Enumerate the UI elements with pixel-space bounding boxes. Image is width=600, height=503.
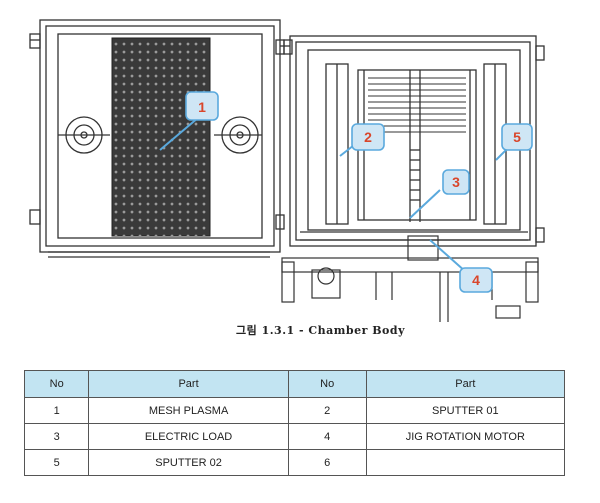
row-3-no-2: 6	[287, 449, 367, 476]
callout-2: 2	[339, 123, 385, 157]
table-row: 3 ELECTRIC LOAD 4 JIG ROTATION MOTOR	[23, 423, 566, 450]
chamber-body-drawing: 1 2 3 4 5	[29, 19, 545, 322]
row-1-part-2: SPUTTER 01	[365, 397, 566, 424]
row-3-part-1: SPUTTER 02	[88, 449, 289, 476]
parts-table: No Part No Part 1 MESH PLASMA 2 SPUTTER …	[23, 370, 566, 476]
row-3-part-2	[365, 449, 566, 476]
row-1-part-1: MESH PLASMA	[88, 397, 289, 424]
jig-fins	[368, 77, 466, 133]
table-row: 5 SPUTTER 02 6	[23, 449, 566, 476]
callout-1: 1	[159, 91, 219, 151]
callout-4: 4	[429, 239, 493, 293]
support-stand	[281, 235, 539, 322]
row-2-part-1: ELECTRIC LOAD	[88, 423, 289, 450]
callout-4-label: 4	[472, 272, 480, 288]
header-no-2: No	[287, 370, 367, 398]
row-2-part-2: JIG ROTATION MOTOR	[365, 423, 566, 450]
left-chamber-door	[29, 19, 285, 258]
row-2-no-1: 3	[23, 423, 90, 450]
table-row: 1 MESH PLASMA 2 SPUTTER 01	[23, 397, 566, 424]
row-3-no-1: 5	[23, 449, 90, 476]
header-no-1: No	[23, 370, 90, 398]
mesh-plasma-panel	[111, 37, 211, 237]
header-part-1: Part	[88, 370, 289, 398]
figure-caption: 그림 1.3.1 - Chamber Body	[236, 324, 405, 337]
row-2-no-2: 4	[287, 423, 367, 450]
right-chamber-body	[280, 35, 545, 247]
callout-5: 5	[495, 123, 533, 161]
row-1-no-2: 2	[287, 397, 367, 424]
callout-3-label: 3	[452, 174, 460, 190]
callout-5-label: 5	[513, 129, 521, 145]
table-header-row: No Part No Part	[23, 370, 566, 398]
header-part-2: Part	[365, 370, 566, 398]
row-1-no-1: 1	[23, 397, 90, 424]
callout-2-label: 2	[364, 129, 372, 145]
callout-3: 3	[409, 169, 470, 219]
callout-1-label: 1	[198, 99, 206, 115]
